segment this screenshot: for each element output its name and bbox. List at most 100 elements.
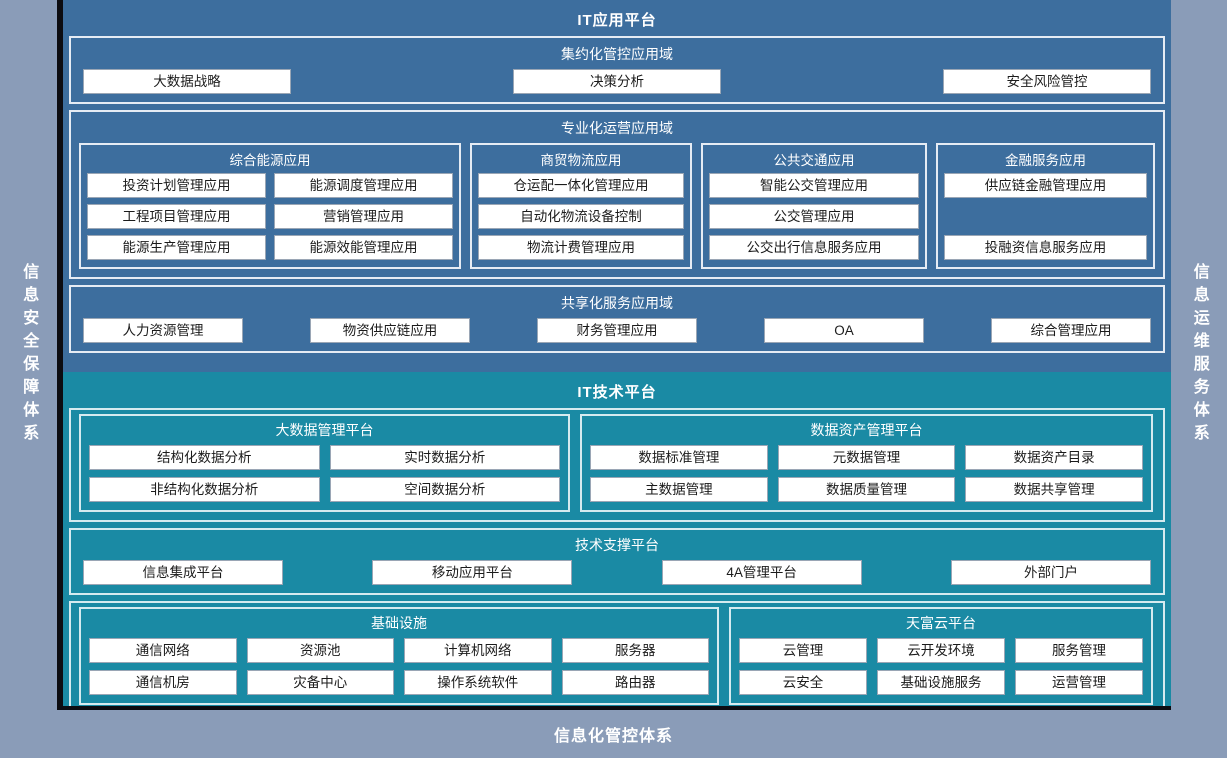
chip-operating-system-software[interactable]: 操作系统软件: [404, 670, 552, 695]
table-row: 物流计费管理应用: [478, 235, 684, 260]
chip-realtime-data-analysis[interactable]: 实时数据分析: [329, 445, 560, 470]
chip-metadata-mgmt[interactable]: 元数据管理: [777, 445, 956, 470]
chip-cloud-security[interactable]: 云安全: [739, 670, 867, 695]
chip-cloud-management[interactable]: 云管理: [739, 638, 867, 663]
chip-human-resource-mgmt[interactable]: 人力资源管理: [83, 318, 243, 343]
chip-operation-management[interactable]: 运营管理: [1015, 670, 1143, 695]
table-row: 结构化数据分析 实时数据分析: [89, 445, 560, 470]
table-row: 智能公交管理应用: [709, 173, 919, 198]
table-row: 自动化物流设备控制: [478, 204, 684, 229]
table-row: 云安全 基础设施服务 运营管理: [739, 670, 1143, 695]
group-public-transit: 公共交通应用 智能公交管理应用 公交管理应用 公交出行信息服务应用: [701, 143, 927, 269]
bottom-band-governance: 信息化管控体系: [0, 710, 1227, 758]
table-row: 公交管理应用: [709, 204, 919, 229]
table-row: 供应链金融管理应用: [944, 173, 1147, 198]
chip-service-management[interactable]: 服务管理: [1015, 638, 1143, 663]
chip-security-risk-control[interactable]: 安全风险管控: [943, 69, 1151, 94]
group-integrated-energy-title: 综合能源应用: [229, 153, 311, 168]
chip-marketing-mgmt[interactable]: 营销管理应用: [274, 204, 453, 229]
chip-spatial-data-analysis[interactable]: 空间数据分析: [329, 477, 560, 502]
chip-infrastructure-service[interactable]: 基础设施服务: [877, 670, 1005, 695]
table-row: 通信网络 资源池 计算机网络 服务器: [89, 638, 709, 663]
chip-comprehensive-mgmt[interactable]: 综合管理应用: [991, 318, 1151, 343]
chip-data-asset-catalog[interactable]: 数据资产目录: [965, 445, 1144, 470]
chip-cloud-dev-environment[interactable]: 云开发环境: [877, 638, 1005, 663]
domain-shared-services-title: 共享化服务应用域: [561, 295, 673, 311]
domain-professional-operations: 专业化运营应用域 综合能源应用 投资计划管理应用 能源调度管理应用 工程项目管理…: [69, 110, 1165, 279]
group-financial-services: 金融服务应用 供应链金融管理应用 投融资信息服务应用: [936, 143, 1155, 269]
right-rail-it-operations: 信息运维服务体系: [1171, 0, 1227, 710]
panel-tianfu-cloud-platform: 天富云平台 云管理 云开发环境 服务管理 云安全 基础设施服务 运营管理: [729, 607, 1153, 705]
table-row: 公交出行信息服务应用: [709, 235, 919, 260]
table-row: 主数据管理 数据质量管理 数据共享管理: [590, 477, 1144, 502]
tech-row-infrastructure-cloud: 基础设施 通信网络 资源池 计算机网络 服务器 通信机房 灾备中心: [69, 601, 1165, 715]
group-trade-logistics-title: 商贸物流应用: [540, 153, 622, 168]
it-application-platform: IT应用平台 集约化管控应用域 大数据战略 决策分析 安全风险管控 专业化运营应…: [63, 0, 1171, 372]
panel-infrastructure: 基础设施 通信网络 资源池 计算机网络 服务器 通信机房 灾备中心: [79, 607, 719, 705]
table-row: 非结构化数据分析 空间数据分析: [89, 477, 560, 502]
chip-energy-dispatch-mgmt[interactable]: 能源调度管理应用: [274, 173, 453, 198]
bottom-band-rule: [57, 706, 1171, 710]
group-public-transit-title: 公共交通应用: [773, 153, 855, 168]
left-rail-label: 信息安全保障体系: [20, 263, 38, 447]
domain-intensive-control: 集约化管控应用域 大数据战略 决策分析 安全风险管控: [69, 36, 1165, 104]
domain-intensive-control-items: 大数据战略 决策分析 安全风险管控: [79, 69, 1155, 94]
chip-computer-network[interactable]: 计算机网络: [404, 638, 552, 663]
panel-technical-support-platform: 技术支撑平台 信息集成平台 移动应用平台 4A管理平台 外部门户: [69, 528, 1165, 595]
chip-logistics-billing-mgmt[interactable]: 物流计费管理应用: [478, 235, 684, 260]
chip-warehouse-transport-integration[interactable]: 仓运配一体化管理应用: [478, 173, 684, 198]
chip-information-integration-platform[interactable]: 信息集成平台: [83, 560, 283, 585]
panel-tianfu-cloud-platform-title: 天富云平台: [906, 615, 976, 631]
domain-professional-operations-groups: 综合能源应用 投资计划管理应用 能源调度管理应用 工程项目管理应用 营销管理应用: [79, 143, 1155, 269]
panel-data-asset-platform-title: 数据资产管理平台: [810, 422, 923, 438]
chip-master-data-mgmt[interactable]: 主数据管理: [590, 477, 768, 502]
chip-data-quality-mgmt[interactable]: 数据质量管理: [777, 477, 956, 502]
left-rail-divider: [57, 0, 63, 710]
chip-4a-management-platform[interactable]: 4A管理平台: [661, 560, 862, 585]
chip-bus-mgmt[interactable]: 公交管理应用: [709, 204, 919, 229]
chip-communication-room[interactable]: 通信机房: [89, 670, 237, 695]
chip-material-supply-chain[interactable]: 物资供应链应用: [310, 318, 470, 343]
chip-automated-logistics-equipment-control[interactable]: 自动化物流设备控制: [478, 204, 684, 229]
chip-smart-bus-mgmt[interactable]: 智能公交管理应用: [709, 173, 919, 198]
chip-engineering-project-mgmt[interactable]: 工程项目管理应用: [87, 204, 266, 229]
domain-professional-operations-title: 专业化运营应用域: [561, 120, 673, 136]
table-row: 能源生产管理应用 能源效能管理应用: [87, 235, 453, 260]
chip-supply-chain-finance-mgmt[interactable]: 供应链金融管理应用: [944, 173, 1147, 198]
left-rail-information-security: 信息安全保障体系: [0, 0, 57, 710]
chip-decision-analysis[interactable]: 决策分析: [513, 69, 721, 94]
chip-energy-production-mgmt[interactable]: 能源生产管理应用: [87, 235, 266, 260]
chip-oa[interactable]: OA: [764, 318, 924, 343]
chip-disaster-recovery-center[interactable]: 灾备中心: [246, 670, 394, 695]
chip-data-sharing-mgmt[interactable]: 数据共享管理: [965, 477, 1144, 502]
chip-communication-network[interactable]: 通信网络: [89, 638, 237, 663]
panel-data-asset-platform: 数据资产管理平台 数据标准管理 元数据管理 数据资产目录 主数据管理 数据质量管…: [580, 414, 1153, 512]
chip-big-data-strategy[interactable]: 大数据战略: [83, 69, 291, 94]
chip-energy-efficiency-mgmt[interactable]: 能源效能管理应用: [274, 235, 453, 260]
group-financial-services-title: 金融服务应用: [1005, 153, 1086, 168]
chip-investment-plan-mgmt[interactable]: 投资计划管理应用: [87, 173, 266, 198]
chip-server[interactable]: 服务器: [561, 638, 709, 663]
domain-shared-services: 共享化服务应用域 人力资源管理 物资供应链应用 财务管理应用 OA 综合管理应用: [69, 285, 1165, 353]
panel-big-data-platform: 大数据管理平台 结构化数据分析 实时数据分析 非结构化数据分析 空间数据分析: [79, 414, 570, 512]
chip-resource-pool[interactable]: 资源池: [246, 638, 394, 663]
chip-structured-data-analysis[interactable]: 结构化数据分析: [89, 445, 320, 470]
table-row: 投资计划管理应用 能源调度管理应用: [87, 173, 453, 198]
chip-router[interactable]: 路由器: [561, 670, 709, 695]
main-column: IT应用平台 集约化管控应用域 大数据战略 决策分析 安全风险管控 专业化运营应…: [63, 0, 1171, 715]
chip-investment-financing-info-service[interactable]: 投融资信息服务应用: [944, 235, 1147, 260]
chip-finance-mgmt[interactable]: 财务管理应用: [537, 318, 697, 343]
chip-data-standard-mgmt[interactable]: 数据标准管理: [590, 445, 768, 470]
table-row: 云管理 云开发环境 服务管理: [739, 638, 1143, 663]
it-technology-platform: IT技术平台 大数据管理平台 结构化数据分析 实时数据分析 非结构化数据分析: [63, 372, 1171, 715]
panel-technical-support-items: 信息集成平台 移动应用平台 4A管理平台 外部门户: [79, 560, 1155, 585]
chip-external-portal[interactable]: 外部门户: [950, 560, 1151, 585]
chip-mobile-application-platform[interactable]: 移动应用平台: [372, 560, 573, 585]
it-application-platform-title: IT应用平台: [577, 12, 657, 29]
bottom-band-label: 信息化管控体系: [553, 728, 673, 745]
domain-intensive-control-title: 集约化管控应用域: [561, 46, 673, 62]
chip-unstructured-data-analysis[interactable]: 非结构化数据分析: [89, 477, 320, 502]
chip-bus-travel-info-service[interactable]: 公交出行信息服务应用: [709, 235, 919, 260]
panel-infrastructure-title: 基础设施: [371, 615, 427, 631]
